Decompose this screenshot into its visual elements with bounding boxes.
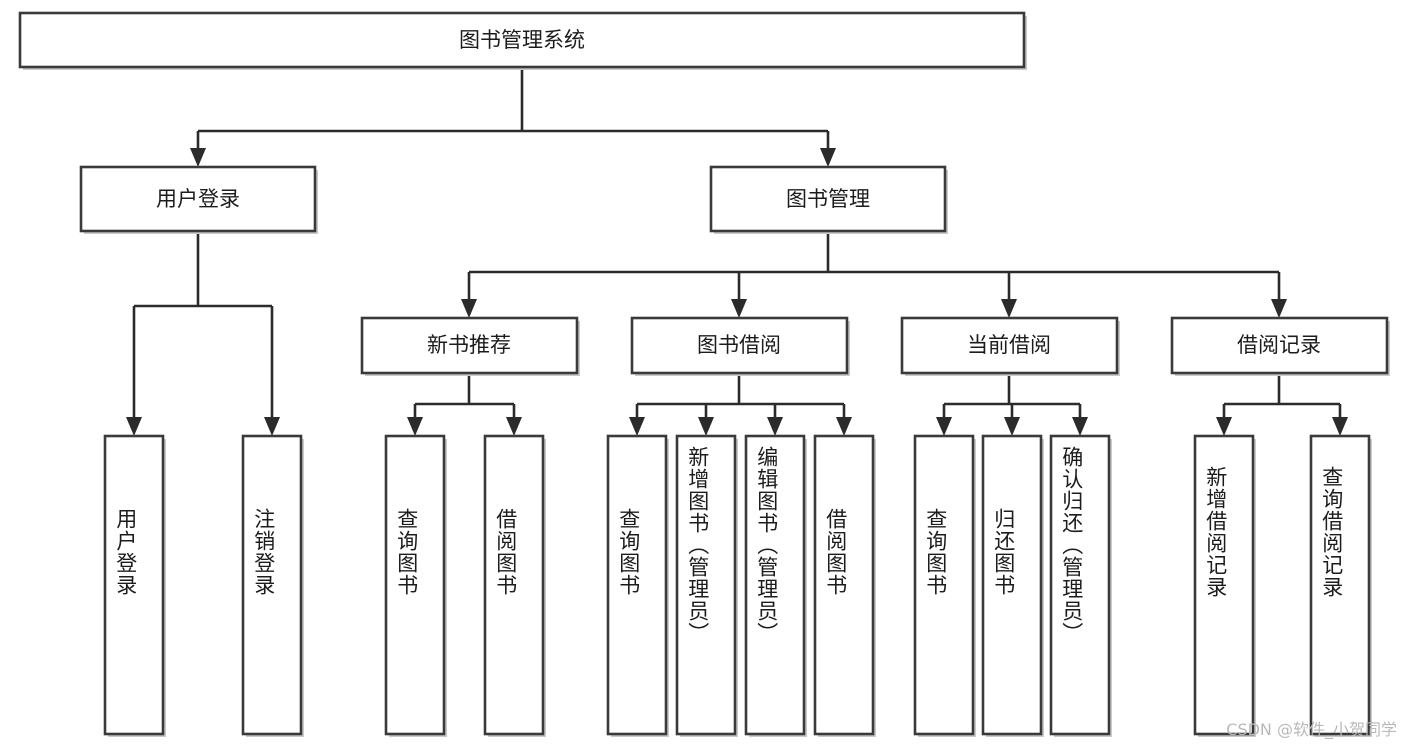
node-book-management-box[interactable] [709, 165, 947, 233]
node-root-label: 图书管理系统 [459, 28, 585, 52]
arrow-head-recommend-leaf-1 [506, 417, 522, 436]
arrow-head-record-leaf-0 [1216, 417, 1232, 436]
leaf-borrow-2[interactable]: 编辑图书（管理员） [744, 434, 807, 737]
arrow-head-current-leaf-1 [1004, 417, 1020, 436]
leaf-user-login-1-label: 注销登录 [252, 508, 276, 596]
leaf-borrow-3[interactable]: 借阅图书 [813, 434, 876, 737]
node-book-borrow-box[interactable] [630, 316, 849, 375]
node-new-book-recommend-label: 新书推荐 [427, 333, 511, 357]
arrow-head-user-login-leaf-0 [126, 417, 142, 436]
leaf-current-1[interactable]: 归还图书 [981, 434, 1044, 737]
arrow-head-current [1001, 299, 1017, 318]
node-borrow-record-box[interactable] [1170, 316, 1389, 375]
node-user-login-label: 用户登录 [156, 187, 240, 211]
node-book-management-label: 图书管理 [786, 187, 870, 211]
node-book-borrow[interactable]: 图书借阅 [630, 316, 850, 376]
leaf-recommend-0-box[interactable] [384, 434, 446, 736]
node-root[interactable]: 图书管理系统 [18, 11, 1027, 70]
leaf-borrow-2-box[interactable] [744, 434, 806, 736]
leaf-user-login-0[interactable]: 用户登录 [103, 434, 166, 737]
leaf-record-1-label: 查询借阅记录 [1320, 466, 1344, 598]
arrow-head-user-login [190, 148, 206, 167]
leaf-current-1-box[interactable] [981, 434, 1043, 736]
leaf-recommend-0[interactable]: 查询图书 [384, 434, 447, 737]
arrow-head-user-login-leaf-1 [264, 417, 280, 436]
leaf-borrow-0-label: 查询图书 [617, 508, 641, 596]
node-borrow-record-label: 借阅记录 [1237, 333, 1321, 357]
node-current-borrow[interactable]: 当前借阅 [900, 316, 1120, 376]
node-borrow-record[interactable]: 借阅记录 [1170, 316, 1390, 376]
node-user-login[interactable]: 用户登录 [79, 165, 318, 234]
leaf-record-1-box[interactable] [1309, 434, 1371, 736]
arrow-head-current-leaf-0 [936, 417, 952, 436]
node-new-book-recommend[interactable]: 新书推荐 [360, 316, 580, 376]
leaf-user-login-1-box[interactable] [241, 434, 303, 736]
leaf-record-0-box[interactable] [1193, 434, 1255, 736]
node-book-management[interactable]: 图书管理 [709, 165, 948, 234]
leaf-current-0[interactable]: 查询图书 [913, 434, 976, 737]
arrow-head-borrow-leaf-3 [836, 417, 852, 436]
arrow-head-borrow-leaf-1 [698, 417, 714, 436]
leaf-borrow-1[interactable]: 新增图书（管理员） [675, 434, 738, 737]
leaf-borrow-2-label: 编辑图书（管理员） [755, 446, 779, 644]
leaf-user-login-1[interactable]: 注销登录 [241, 434, 304, 737]
leaf-current-0-box[interactable] [913, 434, 975, 736]
leaf-user-login-0-box[interactable] [103, 434, 165, 736]
arrow-head-record-leaf-1 [1332, 417, 1348, 436]
arrow-head-book-mgmt [820, 148, 836, 167]
arrow-head-recommend [461, 299, 477, 318]
leaf-current-1-label: 归还图书 [992, 508, 1016, 596]
node-current-borrow-label: 当前借阅 [967, 333, 1051, 357]
leaf-record-0[interactable]: 新增借阅记录 [1193, 434, 1256, 737]
leaf-borrow-1-label: 新增图书（管理员） [686, 446, 710, 644]
node-user-login-box[interactable] [79, 165, 317, 233]
leaf-recommend-1-box[interactable] [483, 434, 545, 736]
node-root-box[interactable] [18, 11, 1026, 69]
arrow-head-current-leaf-2 [1072, 417, 1088, 436]
leaf-current-2[interactable]: 确认归还（管理员） [1049, 434, 1112, 737]
leaf-borrow-3-box[interactable] [813, 434, 875, 736]
arrow-head-recommend-leaf-0 [407, 417, 423, 436]
leaf-recommend-0-label: 查询图书 [395, 508, 419, 596]
arrow-head-borrow [731, 299, 747, 318]
leaf-borrow-0[interactable]: 查询图书 [606, 434, 669, 737]
leaf-user-login-0-label: 用户登录 [114, 508, 138, 596]
leaf-record-1[interactable]: 查询借阅记录 [1309, 434, 1372, 737]
node-current-borrow-box[interactable] [900, 316, 1119, 375]
arrow-head-record [1271, 299, 1287, 318]
leaf-borrow-0-box[interactable] [606, 434, 668, 736]
leaf-record-0-label: 新增借阅记录 [1204, 466, 1228, 598]
node-new-book-recommend-box[interactable] [360, 316, 579, 375]
leaf-current-2-box[interactable] [1049, 434, 1111, 736]
leaf-current-2-label: 确认归还（管理员） [1060, 446, 1084, 644]
node-book-borrow-label: 图书借阅 [697, 333, 781, 357]
leaf-current-0-label: 查询图书 [924, 508, 948, 596]
leaf-borrow-1-box[interactable] [675, 434, 737, 736]
leaf-recommend-1[interactable]: 借阅图书 [483, 434, 546, 737]
arrow-head-borrow-leaf-2 [767, 417, 783, 436]
arrow-head-borrow-leaf-0 [629, 417, 645, 436]
connector-layer [126, 67, 1348, 436]
leaf-borrow-3-label: 借阅图书 [824, 508, 848, 596]
leaf-recommend-1-label: 借阅图书 [494, 508, 518, 596]
